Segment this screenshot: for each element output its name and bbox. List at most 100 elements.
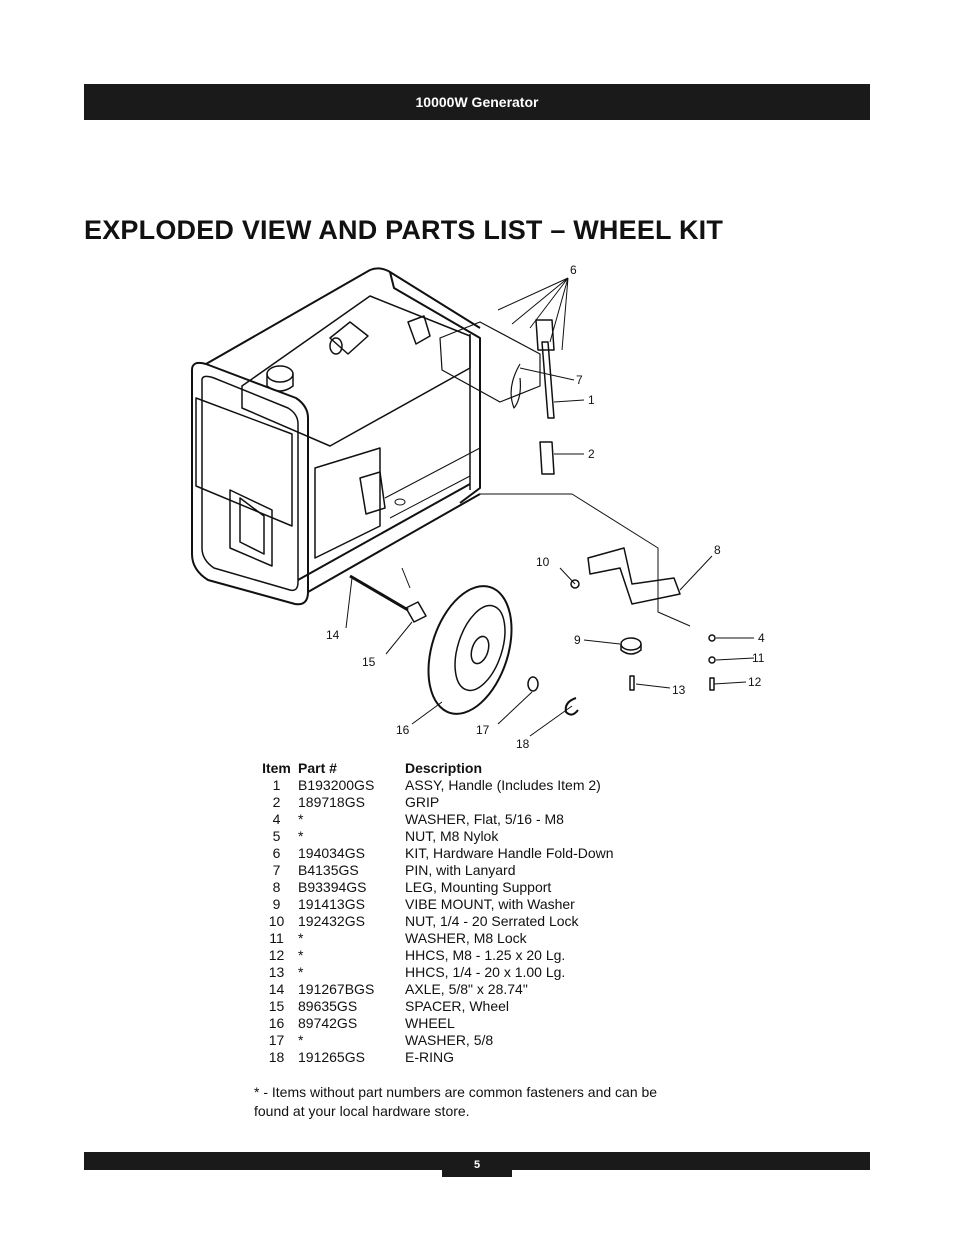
- cell-description: E-RING: [405, 1049, 454, 1065]
- callout-labels: 6 7 1 2 8 10 9 4 11 12 13 14 15 16 17 18: [326, 263, 765, 751]
- table-row: 11*WASHER, M8 Lock: [255, 930, 665, 947]
- table-row: 14 191267BGS AXLE, 5/8" x 28.74": [255, 981, 665, 998]
- header-part: Part #: [298, 760, 337, 776]
- cell-description: GRIP: [405, 794, 440, 810]
- cell-part: 191267BGS: [298, 981, 375, 997]
- cell-description: NUT, 1/4 - 20 Serrated Lock: [405, 913, 579, 929]
- cell-description: WHEEL: [405, 1015, 455, 1031]
- callout-16: 16: [396, 723, 410, 737]
- parts-table-body: 1 B193200GS ASSY, Handle (Includes Item 2)…: [255, 777, 665, 1066]
- table-row: 13 * HHCS, 1/4 - 20 x 1.00 Lg.: [255, 964, 665, 981]
- vibe-mount: [620, 637, 642, 651]
- cell-item: 1: [272, 777, 281, 793]
- header-bar: 10000W Generator: [84, 84, 870, 120]
- cell-part: 191265GS: [298, 1049, 365, 1065]
- frame-inner: [201, 375, 299, 592]
- callout-15: 15: [362, 655, 376, 669]
- cell-description: ASSY, Handle (Includes Item 2): [405, 777, 601, 793]
- cell-part: B193200GS: [298, 777, 375, 793]
- cell-description: AXLE, 5/8" x 28.74": [405, 981, 528, 997]
- cell-item: 14: [268, 981, 285, 997]
- callout-13: 13: [672, 683, 686, 697]
- engine: [229, 489, 273, 567]
- cell-item: 11: [269, 930, 284, 946]
- cell-description: NUT, M8 Nylok: [405, 828, 499, 844]
- table-row: 5*NUT, M8 Nylok: [255, 828, 665, 845]
- callout-7: 7: [576, 373, 583, 387]
- callout-2: 2: [588, 447, 595, 461]
- cell-part: B4135GS: [298, 862, 359, 878]
- page-title: EXPLODED VIEW AND PARTS LIST – WHEEL KIT: [84, 215, 724, 245]
- spacer: [405, 601, 427, 623]
- parts-list: Item Part # Description 1 B193200GS ASSY, …: [255, 760, 665, 1066]
- cell-part: 192432GS: [298, 913, 365, 929]
- callout-17: 17: [476, 723, 490, 737]
- table-row: 1 B193200GS ASSY, Handle (Includes Item 2): [255, 777, 665, 794]
- cell-item: 2: [272, 794, 281, 810]
- callout-8: 8: [714, 543, 721, 557]
- frame-base: [297, 483, 481, 593]
- cell-item: 17: [268, 1032, 285, 1048]
- cell-part: *: [298, 964, 304, 980]
- cell-part: 89742GS: [298, 1015, 358, 1031]
- cell-description: PIN, with Lanyard: [405, 862, 516, 878]
- callout-11: 11: [752, 651, 765, 665]
- control-panel: [195, 397, 293, 527]
- header-item: Item: [262, 760, 291, 776]
- cell-description: SPACER, Wheel: [405, 998, 509, 1014]
- callout-10: 10: [536, 555, 550, 569]
- page-number-tab: 5: [442, 1152, 512, 1177]
- callout-6: 6: [570, 263, 577, 277]
- cell-description: LEG, Mounting Support: [405, 879, 552, 895]
- callout-9: 9: [574, 633, 581, 647]
- cell-part: *: [298, 828, 304, 844]
- cell-item: 6: [272, 845, 281, 861]
- cell-item: 10: [268, 913, 285, 929]
- cell-description: HHCS, M8 - 1.25 x 20 Lg.: [405, 947, 566, 963]
- axle: [349, 574, 409, 612]
- washer: [527, 676, 539, 692]
- cell-description: WASHER, Flat, 5/16 - M8: [405, 811, 564, 827]
- page-number: 5: [473, 1158, 481, 1171]
- callout-4: 4: [758, 631, 765, 645]
- cell-part: 89635GS: [298, 998, 358, 1014]
- frame-top-rail: [205, 267, 481, 365]
- cell-description: WASHER, 5/8: [405, 1032, 494, 1048]
- callout-12: 12: [748, 675, 762, 689]
- table-row: 4*WASHER, Flat, 5/16 - M8: [255, 811, 665, 828]
- callout-14: 14: [326, 628, 340, 642]
- wheel: [427, 585, 513, 715]
- table-row: 6 194034GS KIT, Hardware Handle Fold-Down: [255, 845, 665, 862]
- table-row: 12*HHCS, M8 - 1.25 x 20 Lg.: [255, 947, 665, 964]
- fuel-tank: [241, 295, 471, 447]
- cell-part: 189718GS: [298, 794, 365, 810]
- callout-1: 1: [588, 393, 595, 407]
- fuel-cap: [266, 365, 294, 383]
- parts-table-header: Item Part # Description: [255, 760, 665, 777]
- cell-description: WASHER, M8 Lock: [405, 930, 527, 946]
- cell-description: VIBE MOUNT, with Washer: [405, 896, 575, 912]
- table-row: 17*WASHER, 5/8: [255, 1032, 665, 1049]
- header-description: Description: [405, 760, 483, 776]
- cell-item: 7: [272, 862, 281, 878]
- cell-part: 191413GS: [298, 896, 365, 912]
- cell-description: HHCS, 1/4 - 20 x 1.00 Lg.: [405, 964, 566, 980]
- cell-item: 13: [268, 964, 285, 980]
- mounting-leg: [587, 547, 681, 605]
- grip: [539, 441, 555, 475]
- cell-part: 194034GS: [298, 845, 365, 861]
- frame-rear: [389, 271, 481, 504]
- table-row: 7 B4135GS PIN, with Lanyard: [255, 862, 665, 879]
- header-title: 10000W Generator: [415, 94, 539, 110]
- cell-description: KIT, Hardware Handle Fold-Down: [405, 845, 614, 861]
- cell-item: 12: [268, 947, 285, 963]
- footnote: * - Items without part numbers are commo…: [254, 1084, 658, 1119]
- exploded-view-diagram: 6 7 1 2 8 10 9 4 11 12 13 14 15 16 17 18: [191, 263, 765, 751]
- cell-item: 9: [272, 896, 281, 912]
- handle: [541, 341, 555, 419]
- cell-item: 4: [272, 811, 281, 827]
- callout-18: 18: [516, 737, 530, 751]
